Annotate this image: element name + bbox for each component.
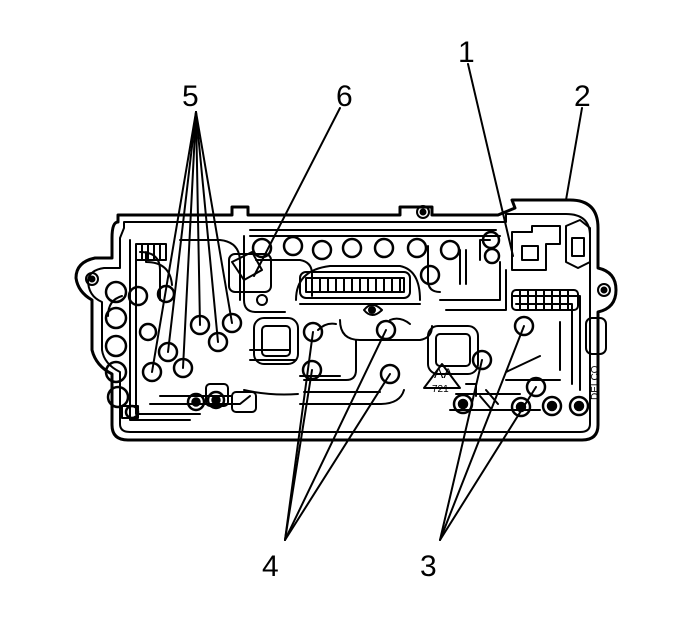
callout-3: 3 — [420, 550, 437, 583]
circuit-traces — [107, 229, 581, 421]
item-4-socket — [301, 319, 401, 385]
callout-labels: 1 2 3 4 5 6 — [182, 36, 591, 583]
callout-1: 1 — [458, 36, 475, 69]
callout-5: 5 — [182, 80, 199, 113]
item-5-socket — [141, 312, 243, 383]
code-letters: AA — [434, 365, 453, 381]
mounting-boss — [85, 205, 611, 297]
connector-housing — [511, 219, 591, 271]
callout-6: 6 — [336, 80, 353, 113]
bulb-socket-column — [104, 280, 176, 409]
code-number: 721 — [432, 384, 449, 395]
code-mark: AA 721 — [423, 363, 461, 395]
callout-2: 2 — [574, 80, 591, 113]
connector-block — [135, 243, 579, 311]
item-3-socket — [471, 315, 547, 398]
bulb-socket-row — [251, 230, 501, 286]
leader-lines — [151, 63, 583, 541]
brand-mark: DELCO — [590, 365, 601, 400]
callout-4: 4 — [262, 550, 279, 583]
